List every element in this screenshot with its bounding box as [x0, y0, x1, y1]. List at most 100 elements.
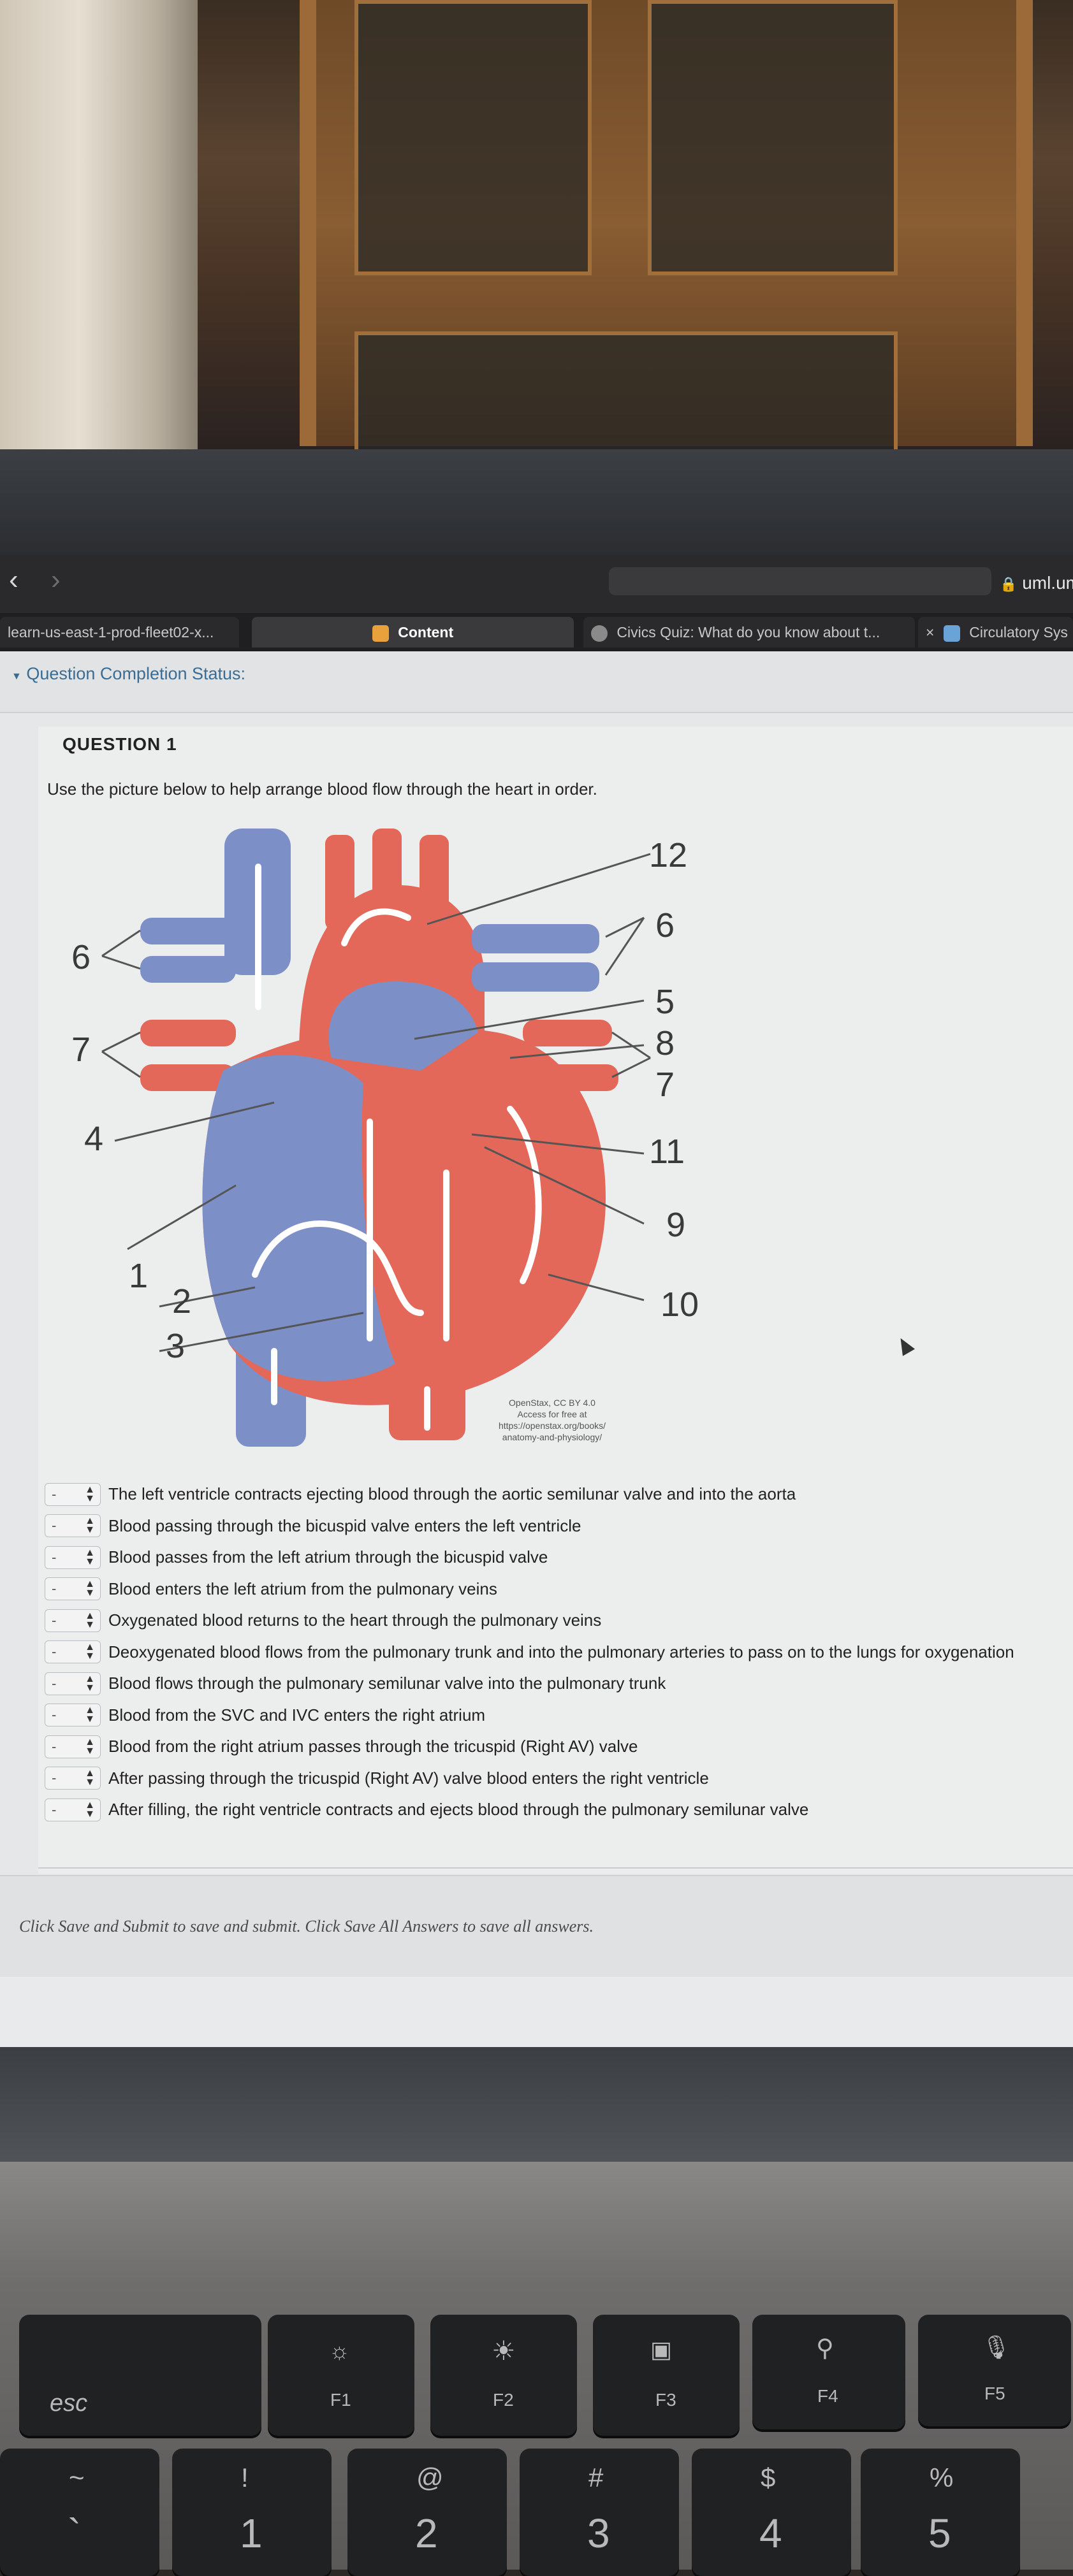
- answer-statement: Blood flows through the pulmonary semilu…: [108, 1674, 666, 1693]
- diagram-label-11: 11: [649, 1132, 685, 1171]
- order-select[interactable]: -▲▼: [45, 1798, 101, 1821]
- url-display[interactable]: 🔒 uml.um: [1000, 573, 1073, 593]
- number-key[interactable]: ~`: [0, 2449, 159, 2576]
- brightness-up-icon: ☀: [492, 2336, 516, 2366]
- esc-label: esc: [50, 2390, 88, 2417]
- answer-row: -▲▼After passing through the tricuspid (…: [45, 1763, 1065, 1795]
- esc-key[interactable]: esc: [19, 2315, 261, 2436]
- number-key[interactable]: $4: [692, 2449, 851, 2576]
- f4-key[interactable]: ⚲ F4: [752, 2315, 905, 2429]
- key-number: 3: [587, 2510, 610, 2556]
- document-icon: [943, 625, 960, 642]
- answer-statement: Blood from the SVC and IVC enters the ri…: [108, 1705, 486, 1725]
- order-select[interactable]: - ▲▼: [45, 1704, 101, 1727]
- diagram-label-3: 3: [166, 1327, 185, 1365]
- order-select[interactable]: - ▲▼: [45, 1609, 101, 1632]
- answer-row: -▲▼After filling, the right ventricle co…: [45, 1794, 1065, 1826]
- answer-row: -▲▼ Deoxygenated blood flows from the pul…: [45, 1637, 1065, 1668]
- order-select[interactable]: -▲▼: [45, 1514, 101, 1538]
- updown-arrows-icon: ▲▼: [85, 1484, 95, 1504]
- brightness-down-icon: ☼: [329, 2338, 350, 2364]
- select-value: -: [52, 1486, 57, 1502]
- diagram-label-8: 8: [655, 1024, 675, 1062]
- order-select[interactable]: - ▲▼: [45, 1482, 101, 1506]
- tab-learn-fleet[interactable]: learn-us-east-1-prod-fleet02-x...: [0, 617, 239, 648]
- order-select[interactable]: -▲▼: [45, 1672, 101, 1695]
- f1-key[interactable]: ☼ F1: [268, 2315, 414, 2436]
- answer-list: -▲▼The left ventricle contracts ejecting…: [45, 1479, 1065, 1826]
- diagram-label-6-right: 6: [655, 906, 675, 944]
- order-select[interactable]: - ▲▼: [45, 1735, 101, 1758]
- key-shift-symbol: ~: [69, 2463, 85, 2493]
- order-select[interactable]: -▲▼: [45, 1545, 101, 1569]
- tab-label: Civics Quiz: What do you know about t...: [617, 624, 880, 640]
- credit-line-2: Access for free at: [518, 1409, 587, 1419]
- completion-status-toggle[interactable]: ▼ Question Completion Status:: [11, 664, 245, 684]
- f2-key[interactable]: ☀ F2: [430, 2315, 577, 2436]
- answer-row: - ▲▼ Blood from the SVC and IVC enters the…: [45, 1700, 1065, 1732]
- number-key[interactable]: !1: [172, 2449, 332, 2576]
- updown-arrows-icon: ▲▼: [85, 1705, 95, 1725]
- f3-label: F3: [655, 2390, 676, 2410]
- select-value: -: [52, 1707, 57, 1723]
- updown-arrows-icon: ▲▼: [85, 1610, 95, 1630]
- forward-arrow-icon[interactable]: ›: [51, 564, 61, 595]
- f5-label: F5: [984, 2384, 1005, 2403]
- select-value: -: [52, 1801, 57, 1818]
- answer-statement: Oxygenated blood returns to the heart th…: [108, 1610, 602, 1630]
- tab-content[interactable]: Content: [252, 617, 574, 648]
- f1-label: F1: [330, 2390, 351, 2410]
- diagram-label-7-right: 7: [655, 1066, 675, 1104]
- number-key[interactable]: @2: [347, 2449, 507, 2576]
- pulmonary-trunk: [328, 981, 478, 1071]
- updown-arrows-icon: ▲▼: [85, 1579, 95, 1599]
- order-select[interactable]: -▲▼: [45, 1767, 101, 1790]
- laptop-lid-edge: [0, 2047, 1073, 2162]
- back-arrow-icon[interactable]: ‹: [9, 564, 18, 595]
- tab-label: Circulatory Sys: [969, 624, 1068, 640]
- f5-key[interactable]: 🎙 F5: [918, 2315, 1071, 2426]
- credit-line-4: anatomy-and-physiology/: [502, 1432, 602, 1442]
- microphone-icon: 🎙: [982, 2334, 1011, 2360]
- heart-diagram: 1 2 3 4 5 6 6 7 7 8 9 10 11 12 OpenStax,…: [71, 829, 699, 1447]
- select-value: -: [52, 1612, 57, 1628]
- credit-line-3: https://openstax.org/books/: [499, 1421, 606, 1431]
- select-value: -: [52, 1517, 57, 1534]
- address-bar[interactable]: [609, 567, 991, 595]
- number-key-row: ~`!1@2#3$4%5: [0, 2449, 1073, 2576]
- answer-statement: Deoxygenated blood flows from the pulmon…: [108, 1642, 1014, 1661]
- number-key[interactable]: %5: [861, 2449, 1020, 2576]
- updown-arrows-icon: ▲▼: [85, 1547, 95, 1567]
- diagram-label-1: 1: [129, 1257, 148, 1295]
- diagram-label-12: 12: [649, 836, 687, 874]
- key-number: 1: [240, 2510, 263, 2556]
- number-key[interactable]: #3: [520, 2449, 679, 2576]
- order-select[interactable]: -▲▼: [45, 1640, 101, 1664]
- submit-instructions: Click Save and Submit to save and submit…: [19, 1917, 594, 1936]
- tab-label: learn-us-east-1-prod-fleet02-x...: [8, 624, 214, 640]
- key-shift-symbol: @: [416, 2463, 444, 2493]
- updown-arrows-icon: ▲▼: [85, 1673, 95, 1693]
- answer-statement: Blood passing through the bicuspid valve…: [108, 1516, 581, 1535]
- tab-circulatory[interactable]: × Circulatory Sys: [918, 617, 1073, 648]
- key-shift-symbol: %: [930, 2463, 954, 2493]
- key-shift-symbol: !: [241, 2463, 249, 2493]
- tab-close-icon[interactable]: ×: [926, 624, 935, 640]
- status-label: Question Completion Status:: [26, 664, 246, 683]
- answer-row: -▲▼The left ventricle contracts ejecting…: [45, 1479, 1065, 1510]
- f3-key[interactable]: ▣ F3: [593, 2315, 740, 2436]
- select-value: -: [52, 1738, 57, 1755]
- f2-label: F2: [493, 2390, 514, 2410]
- tab-civics-quiz[interactable]: Civics Quiz: What do you know about t...: [583, 617, 915, 648]
- select-value: -: [52, 1770, 57, 1786]
- completion-status-row: [0, 651, 1073, 713]
- diagram-label-5: 5: [655, 983, 675, 1021]
- submit-instructions-bar: [0, 1875, 1073, 1978]
- answer-row: -▲▼ Blood flows through the pulmonary sem…: [45, 1668, 1065, 1700]
- key-number: 2: [415, 2510, 438, 2556]
- order-select[interactable]: -▲▼: [45, 1577, 101, 1601]
- diagram-label-6-left: 6: [71, 938, 91, 976]
- question-prompt: Use the picture below to help arrange bl…: [47, 779, 597, 799]
- updown-arrows-icon: ▲▼: [85, 1736, 95, 1756]
- answer-row: -▲▼Blood from the right atrium passes th…: [45, 1731, 1065, 1763]
